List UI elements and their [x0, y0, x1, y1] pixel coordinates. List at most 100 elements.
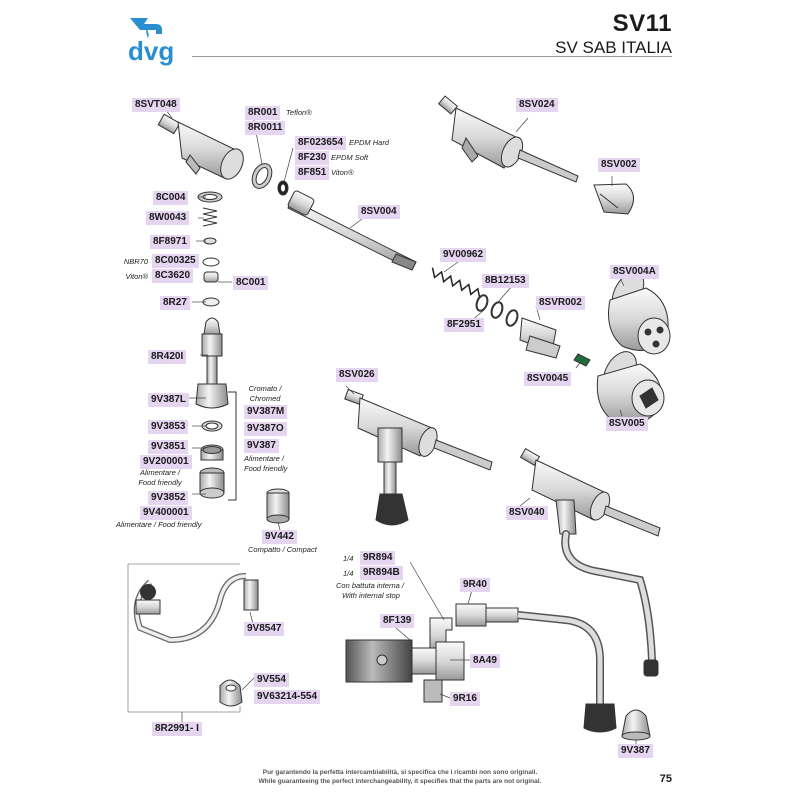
ring-8F2951	[505, 309, 519, 327]
note-alimentare-2: Alimentare /	[139, 468, 181, 477]
note-epdm-hard: EPDM Hard	[349, 138, 390, 147]
note-food-friendly-2: Food friendly	[138, 478, 182, 487]
note-alimentare-1: Alimentare /	[244, 454, 285, 463]
note-quarter-1: 1/4	[343, 554, 354, 563]
knob-8SV004A	[608, 271, 671, 355]
label-8C00325: 8C00325	[152, 254, 199, 268]
label-8F8971: 8F8971	[150, 235, 190, 249]
label-8F851: 8F851	[295, 166, 330, 180]
label-8R001: 8R001	[245, 106, 281, 120]
ring-8B12153-a	[475, 294, 489, 312]
cap-9V442	[266, 488, 290, 524]
label-8W0043: 8W0043	[146, 211, 190, 225]
note-nbr70: NBR70	[123, 257, 148, 266]
label-9V3852: 9V3852	[148, 491, 189, 505]
label-9V8547: 9V8547	[244, 622, 285, 636]
label-8F023654: 8F023654	[295, 136, 347, 150]
sleeve-9V8547	[243, 579, 259, 611]
label-9V387M: 9V387M	[244, 405, 288, 419]
note-internal-stop: With internal stop	[342, 591, 400, 600]
ring-9V554	[219, 679, 243, 707]
insert-8SV002	[593, 183, 634, 215]
pipe-8R2991-I	[133, 573, 247, 644]
dvg-logo: dvg	[126, 14, 188, 66]
ring-8B12153-b	[490, 301, 504, 319]
nut-8SVR002	[519, 317, 561, 359]
label-8F139: 8F139	[380, 614, 415, 628]
spring-8W0043	[202, 207, 218, 227]
label-8A49: 8A49	[470, 654, 500, 668]
ring-8C3620	[203, 271, 219, 283]
label-8C3620: 8C3620	[152, 269, 194, 283]
label-8SV004A: 8SV004A	[610, 265, 659, 279]
label-8SV005: 8SV005	[606, 417, 648, 431]
label-8SV026: 8SV026	[336, 368, 378, 382]
logo-text: dvg	[128, 36, 174, 66]
shower-9V3852	[199, 467, 225, 499]
label-9V00962: 9V00962	[440, 248, 487, 262]
label-9V3851: 9V3851	[148, 440, 189, 454]
solenoid-8F139	[345, 639, 465, 703]
label-8R0011: 8R0011	[245, 121, 286, 135]
label-8R27: 8R27	[160, 296, 190, 310]
tip-9V387	[621, 709, 651, 741]
stem-8SV004	[287, 190, 417, 271]
label-8SVT048: 8SVT048	[132, 98, 180, 112]
note-viton-2: Viton®	[125, 272, 149, 281]
label-8F230: 8F230	[295, 151, 330, 165]
note-battuta: Con battuta interna /	[336, 581, 404, 590]
page-number: 75	[659, 773, 672, 785]
label-9V554: 9V554	[254, 673, 289, 687]
label-9R16: 9R16	[450, 692, 480, 706]
fitting-9R40	[455, 603, 617, 733]
note-compatto: Compatto / Compact	[248, 545, 317, 554]
nipple-8R420I	[195, 317, 229, 409]
label-9V387: 9V387	[244, 439, 279, 453]
valve-body-8SV026	[344, 388, 493, 526]
label-9V400001: 9V400001	[140, 506, 192, 520]
footer-line-en: While guaranteeing the perfect interchan…	[258, 778, 542, 785]
label-8SV004: 8SV004	[358, 205, 400, 219]
label-8SV0045: 8SV0045	[524, 372, 572, 386]
footer-disclaimer: Pur garantendo la perfetta intercambiabi…	[0, 768, 800, 786]
label-9V387L: 9V387L	[148, 393, 190, 407]
label-9R894: 9R894	[360, 551, 396, 565]
note-food-friendly-1: Food friendly	[244, 464, 288, 473]
note-viton: Viton®	[331, 168, 354, 177]
note-quarter-2: 1/4	[343, 569, 354, 578]
note-chromed: Chromed	[249, 394, 281, 403]
valve-body-8SV040	[519, 447, 661, 677]
label-9R40: 9R40	[460, 578, 490, 592]
label-9V200001: 9V200001	[140, 455, 192, 469]
note-cromato: Cromato /	[248, 384, 282, 393]
note-teflon: Teflon®	[286, 108, 312, 117]
label-8B12153: 8B12153	[482, 274, 529, 288]
label-8R2991-I: 8R2991- I	[152, 722, 202, 736]
header-divider	[192, 56, 672, 57]
note-epdm-soft: EPDM Soft	[331, 153, 369, 162]
label-8C004: 8C004	[153, 191, 189, 205]
label-8SVR002: 8SVR002	[536, 296, 585, 310]
knob-8SV005	[596, 351, 665, 424]
valve-body-8SVT048	[157, 113, 244, 180]
label-8SV002: 8SV002	[598, 158, 640, 172]
page-title: SV11	[612, 10, 672, 37]
oring-8C00325	[202, 257, 220, 267]
spring-9V00962	[431, 267, 481, 299]
label-8C001: 8C001	[233, 276, 269, 290]
filter-9V3851	[200, 444, 224, 461]
label-9R894B: 9R894B	[360, 566, 403, 580]
valve-body-8SV024	[437, 95, 579, 183]
label-8R420I: 8R420I	[148, 350, 187, 364]
label-8F2951: 8F2951	[444, 318, 484, 332]
footer-line-it: Pur garantendo la perfetta intercambiabi…	[262, 769, 538, 776]
label-9V387-tip: 9V387	[618, 744, 653, 758]
label-9V3853: 9V3853	[148, 420, 189, 434]
label-9V442: 9V442	[262, 530, 297, 544]
label-8SV040: 8SV040	[506, 506, 548, 520]
note-alimentare-food-3: Alimentare / Food friendly	[116, 520, 202, 529]
page-subtitle: SV SAB ITALIA	[555, 38, 672, 57]
label-8SV024: 8SV024	[516, 98, 558, 112]
label-9V387O: 9V387O	[244, 422, 287, 436]
